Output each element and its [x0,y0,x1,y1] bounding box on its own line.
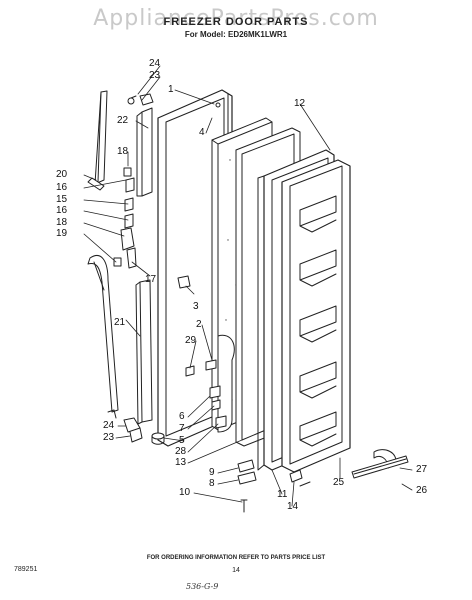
inner-door-bracket [151,334,235,445]
door-handle-19 [87,255,119,413]
door-shelf-frame-25 [281,159,351,473]
callout-12: 12 [294,98,306,109]
callout-23-top: 23 [149,70,161,81]
callout-20: 20 [56,169,68,180]
callout-18-lower: 18 [56,217,68,228]
callout-28: 28 [175,446,187,457]
callout-16-lower: 16 [56,205,68,216]
callout-13: 13 [175,457,187,468]
handwritten-code: 536-G-9 [186,582,219,591]
callout-5: 5 [179,435,185,446]
diagram-title: FREEZER DOOR PARTS [163,16,309,28]
top-hinge-assembly [127,93,154,197]
callout-16-upper: 16 [56,182,68,193]
callout-6: 6 [179,411,185,422]
callout-19: 19 [56,228,68,239]
callout-18-upper: 18 [117,146,129,157]
callout-7: 7 [179,423,185,434]
door-trim-strip-20 [87,90,108,191]
document-number: 789251 [14,566,38,573]
callout-14: 14 [287,501,299,512]
lower-hardware [237,459,311,513]
bottom-rail-21 [135,279,153,425]
callout-15: 15 [56,194,68,205]
callout-24-bottom: 24 [103,420,115,431]
door-shelf-bins [299,195,337,447]
hinge-small-parts [113,167,137,269]
watermark-text: AppliancePartsPros.com [93,6,379,31]
callout-9: 9 [209,467,215,478]
callout-22: 22 [117,115,129,126]
callout-8: 8 [209,478,215,489]
callout-24-top: 24 [149,58,161,69]
callout-11: 11 [277,489,288,500]
callout-25: 25 [333,477,345,488]
callout-29: 29 [185,335,197,346]
callout-26: 26 [416,485,428,496]
callout-1: 1 [168,84,174,95]
callout-2: 2 [196,319,202,330]
model-line: For Model: ED26MK1LWR1 [184,30,288,39]
callout-21: 21 [114,317,126,328]
leader-lines [83,65,413,507]
callout-4: 4 [199,127,205,138]
shelf-bar-and-clip [351,449,409,479]
ordering-note: FOR ORDERING INFORMATION REFER TO PARTS … [146,555,326,561]
callout-17: 17 [145,274,157,285]
stop-block-3 [177,275,191,289]
callout-23-bottom: 23 [103,432,115,443]
callout-3: 3 [193,301,199,312]
callout-10: 10 [179,487,191,498]
page-number: 14 [232,567,240,574]
bottom-hinge-assembly [107,409,143,443]
callout-27: 27 [416,464,428,475]
